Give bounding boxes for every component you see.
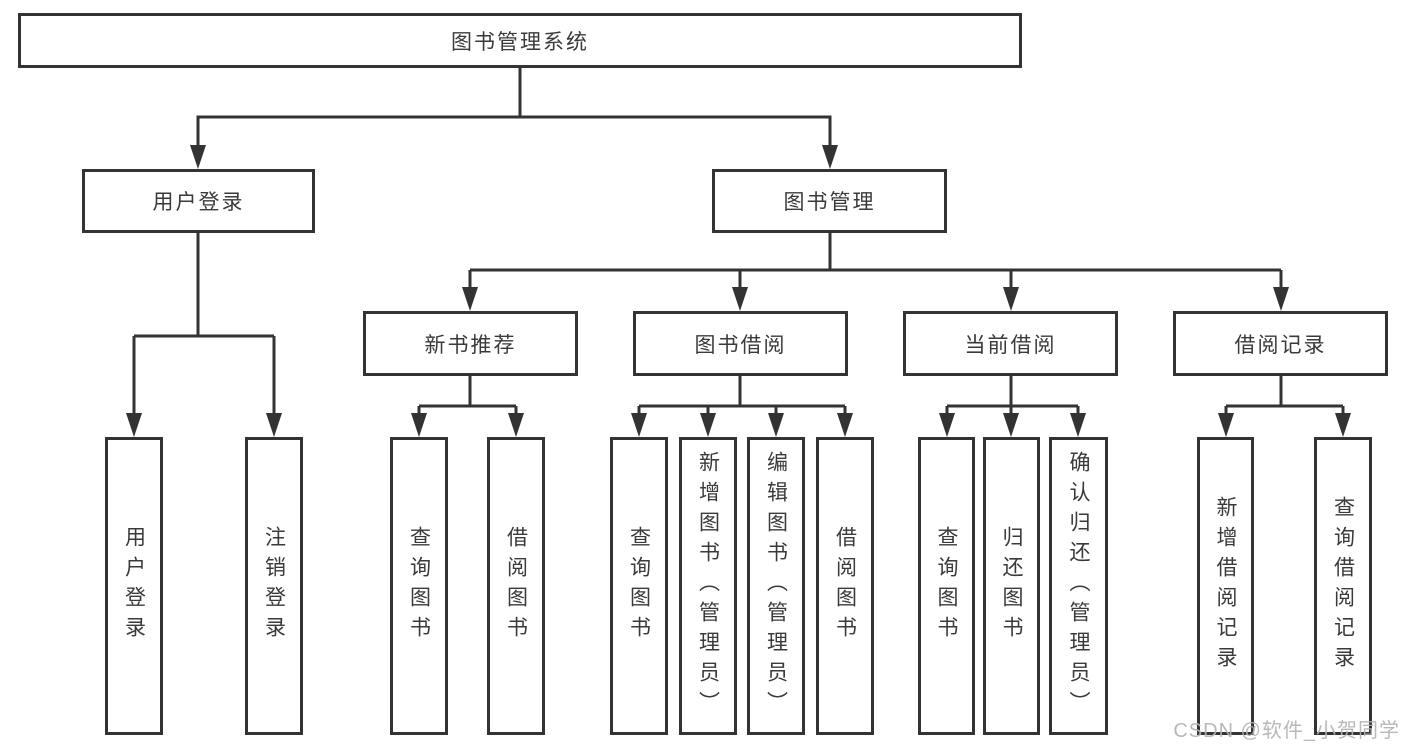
node-leaf-query-books-2: 查询图书	[610, 437, 668, 735]
connector-current-borrow-children	[939, 376, 1086, 437]
node-leaf-return-books: 归还图书	[983, 437, 1040, 735]
connector-line	[417, 376, 518, 415]
node-leaf-user-login: 用户登录	[105, 437, 163, 735]
node-library-system: 图书管理系统	[18, 13, 1022, 68]
connector-book-borrow-children	[631, 376, 853, 437]
leaf-label: 确认归还（管理员）	[1067, 451, 1090, 721]
node-leaf-confirm-return-admin: 确认归还（管理员）	[1049, 437, 1108, 735]
arrowhead	[508, 413, 524, 437]
node-leaf-query-books-3: 查询图书	[918, 437, 975, 735]
arrowhead	[732, 287, 748, 311]
connector-line	[196, 68, 832, 147]
arrowhead	[190, 145, 206, 169]
node-current-borrow: 当前借阅	[903, 311, 1118, 376]
node-borrow-records: 借阅记录	[1173, 311, 1388, 376]
arrowhead	[1070, 413, 1086, 437]
connector-line	[468, 233, 1283, 289]
arrowhead	[266, 413, 282, 437]
node-book-management: 图书管理	[712, 169, 947, 233]
arrowhead	[126, 413, 142, 437]
arrowhead	[1218, 413, 1234, 437]
leaf-label: 查询图书	[935, 526, 958, 646]
node-new-book-recommend: 新书推荐	[363, 311, 578, 376]
connector-borrow-records-children	[1218, 376, 1351, 437]
arrowhead	[1335, 413, 1351, 437]
leaf-label: 注销登录	[262, 526, 286, 646]
leaf-label: 编辑图书（管理员）	[764, 451, 788, 721]
connector-line	[637, 376, 847, 415]
arrowhead	[822, 145, 838, 169]
arrowhead	[700, 413, 716, 437]
leaf-label: 新增图书（管理员）	[696, 451, 720, 721]
node-leaf-borrow-books-2: 借阅图书	[816, 437, 874, 735]
connector-line	[132, 233, 276, 415]
arrowhead	[1003, 413, 1019, 437]
connector-line	[945, 376, 1080, 415]
leaf-label: 查询图书	[407, 526, 431, 646]
leaf-label: 借阅图书	[833, 526, 857, 646]
node-leaf-add-borrow-record: 新增借阅记录	[1197, 437, 1254, 735]
arrowhead	[1003, 287, 1019, 311]
node-user-login: 用户登录	[82, 169, 315, 233]
arrowhead	[411, 413, 427, 437]
connector-book-mgmt-to-level3	[462, 233, 1289, 311]
arrowhead	[631, 413, 647, 437]
node-leaf-add-book-admin: 新增图书（管理员）	[679, 437, 737, 735]
leaf-label: 用户登录	[122, 526, 146, 646]
connector-line	[1224, 376, 1345, 415]
connector-new-book-children	[411, 376, 524, 437]
connector-user-login-children	[126, 233, 282, 437]
node-leaf-borrow-books-1: 借阅图书	[487, 437, 545, 735]
node-leaf-logout: 注销登录	[245, 437, 303, 735]
node-leaf-query-books-1: 查询图书	[390, 437, 448, 735]
leaf-label: 查询借阅记录	[1331, 496, 1355, 676]
node-leaf-edit-book-admin: 编辑图书（管理员）	[747, 437, 805, 735]
leaf-label: 新增借阅记录	[1214, 496, 1237, 676]
leaf-label: 查询图书	[627, 526, 651, 646]
connector-root-to-level2	[190, 68, 838, 169]
node-leaf-query-borrow-record: 查询借阅记录	[1314, 437, 1372, 735]
leaf-label: 归还图书	[1000, 526, 1023, 646]
arrowhead	[1273, 287, 1289, 311]
leaf-label: 借阅图书	[504, 526, 528, 646]
arrowhead	[837, 413, 853, 437]
arrowhead	[939, 413, 955, 437]
arrowhead	[768, 413, 784, 437]
node-book-borrow: 图书借阅	[633, 311, 848, 376]
arrowhead	[462, 287, 478, 311]
